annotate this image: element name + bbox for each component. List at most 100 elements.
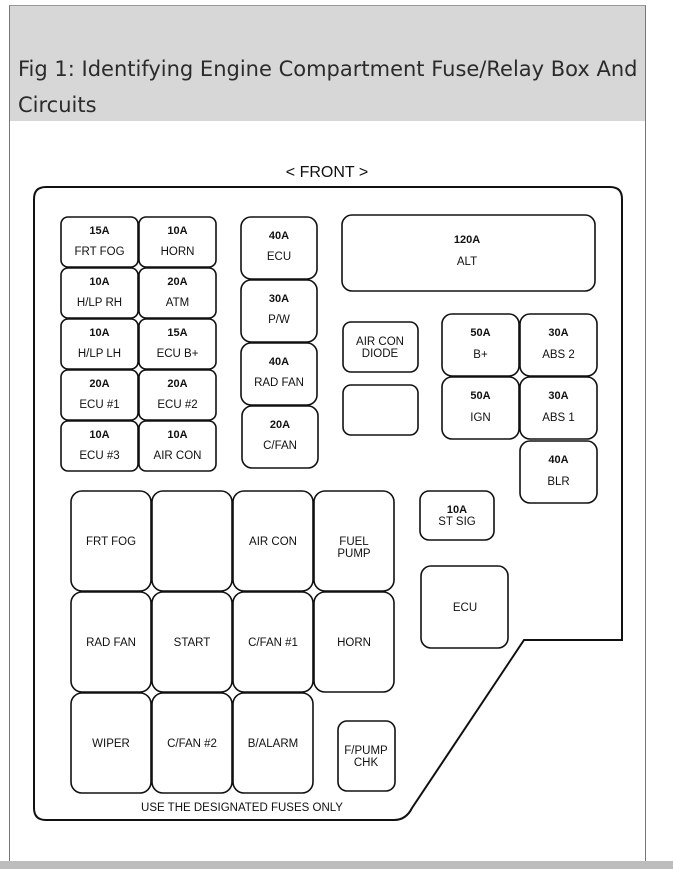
relay-slot — [151, 490, 233, 592]
fuse-amp: 30A — [548, 327, 568, 339]
st-sig-fuse: 10A ST SIG — [419, 490, 495, 541]
fuse-slot — [441, 313, 520, 377]
fuse-name: ECU #1 — [79, 399, 119, 411]
fuse-amp: 20A — [270, 419, 290, 431]
fuse-slot — [240, 216, 318, 280]
fuse-slot — [60, 369, 139, 421]
relay-label: ECU — [453, 602, 477, 614]
fuse: 30A P/W — [240, 279, 318, 343]
relay-slot — [151, 591, 233, 693]
main-fuse: 120A ALT — [341, 214, 596, 292]
fuse-amp: 10A — [89, 327, 109, 339]
fuse-slot — [519, 440, 598, 504]
fuse-amp: 15A — [89, 225, 109, 237]
horizontal-scrollbar[interactable] — [0, 861, 673, 869]
fuse-amp: 50A — [470, 327, 490, 339]
relay-label: C/FAN #1 — [248, 637, 298, 649]
relay-slot — [232, 591, 314, 693]
fuse-name: ECU B+ — [157, 348, 199, 360]
fuse-name: H/LP RH — [77, 297, 122, 309]
diode-label-2: DIODE — [362, 348, 399, 360]
relay-slot — [232, 490, 314, 592]
fuse-name: HORN — [161, 246, 195, 258]
fuse-slot — [138, 420, 217, 472]
fuse: 50A B+ — [441, 313, 520, 377]
relay-label: B/ALARM — [248, 738, 299, 750]
fuse-name: ST SIG — [438, 516, 476, 528]
relay: C/FAN #1 — [232, 591, 314, 693]
relay: WIPER — [70, 692, 152, 794]
fuse-slot — [240, 342, 318, 406]
fuse-slot — [60, 420, 139, 472]
fuse-slot — [60, 216, 139, 268]
fuse-amp: 40A — [548, 454, 568, 466]
fpump-chk-slot: F/PUMP CHK — [337, 720, 396, 792]
fuse: 10A H/LP LH — [60, 318, 139, 370]
fuse-amp: 10A — [167, 225, 187, 237]
relay-label: HORN — [337, 637, 371, 649]
diode-label-1: AIR CON — [356, 336, 404, 348]
relay-slot — [151, 692, 233, 794]
fuse-amp: 30A — [269, 293, 289, 305]
relay: B/ALARM — [232, 692, 314, 794]
diode-slot: AIR CON DIODE — [342, 321, 419, 373]
relay-label-2: PUMP — [337, 548, 371, 560]
fuse-slot — [519, 376, 598, 440]
relay: HORN — [313, 591, 395, 693]
fuse-name: BLR — [547, 476, 569, 488]
relay: START — [151, 591, 233, 693]
fuse-amp: 120A — [454, 234, 480, 246]
fuse: 15A FRT FOG — [60, 216, 139, 268]
fuse-amp: 50A — [470, 390, 490, 402]
relay: C/FAN #2 — [151, 692, 233, 794]
fuse-amp: 30A — [548, 390, 568, 402]
relay-label: START — [174, 637, 211, 649]
relay-slot — [70, 490, 152, 592]
fuse-slot — [341, 214, 596, 292]
ecu-relay: ECU — [420, 565, 509, 649]
relay-label: C/FAN #2 — [167, 738, 217, 750]
relay-slot — [313, 490, 395, 592]
relay: RAD FAN — [70, 591, 152, 693]
fuse-name: ALT — [457, 256, 477, 268]
relay-label: RAD FAN — [86, 637, 136, 649]
fpump-chk-label-1: F/PUMP — [344, 745, 388, 757]
relay-label: WIPER — [92, 738, 130, 750]
figure-caption: Fig 1: Identifying Engine Compartment Fu… — [18, 57, 638, 117]
fuse-amp: 10A — [447, 504, 467, 516]
empty-slot — [342, 384, 419, 436]
caption-bar — [10, 6, 645, 121]
fuse-name: FRT FOG — [74, 246, 124, 258]
fuse-slot — [240, 279, 318, 343]
fuse-slot — [138, 369, 217, 421]
fuse-name: AIR CON — [154, 450, 202, 462]
fuse-slot — [60, 318, 139, 370]
fuse-amp: 40A — [269, 230, 289, 242]
fuse-name: H/LP LH — [78, 348, 121, 360]
fuse-name: ECU #2 — [157, 399, 197, 411]
fuse-name: ATM — [166, 297, 189, 309]
footer-note: USE THE DESIGNATED FUSES ONLY — [141, 802, 343, 814]
fuse-name: P/W — [268, 314, 290, 326]
fuse-name: B+ — [473, 349, 488, 361]
fuse-amp: 10A — [89, 276, 109, 288]
fuse: 10A AIR CON — [138, 420, 217, 472]
fuse-slot — [138, 318, 217, 370]
fuse-amp: 10A — [167, 429, 187, 441]
fuse: 40A BLR — [519, 440, 598, 504]
relay: FRT FOG — [70, 490, 152, 592]
fuse-slot — [138, 267, 217, 319]
fuse-amp: 10A — [89, 429, 109, 441]
relay — [151, 490, 233, 592]
